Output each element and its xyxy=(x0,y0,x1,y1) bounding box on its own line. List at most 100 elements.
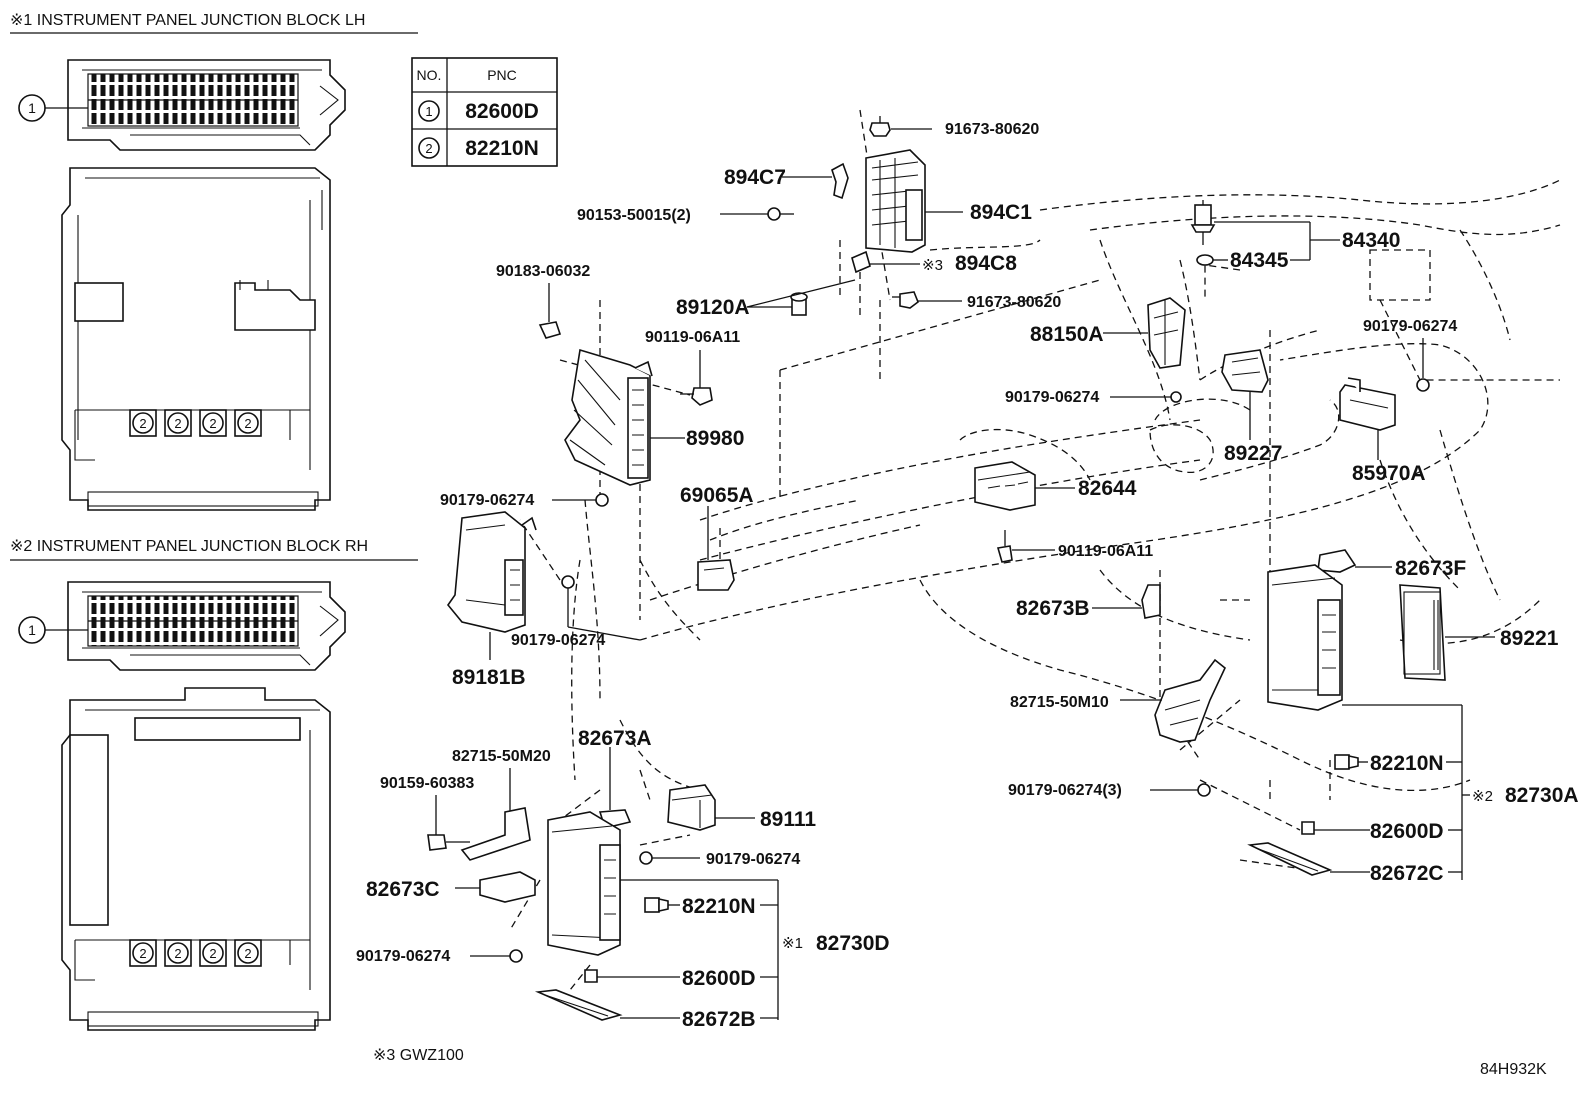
junction-block-rh-top-view xyxy=(67,581,346,671)
label-82730D: 82730D xyxy=(816,932,890,955)
sensor-88150A xyxy=(1103,297,1186,369)
table-header-pnc: PNC xyxy=(487,67,517,83)
label-90179-06274-center: 90179-06274 xyxy=(1005,389,1099,406)
fuse-82600D-left xyxy=(584,969,778,983)
label-91673-80620-mid: 91673-80620 xyxy=(967,294,1061,311)
label-894C1: 894C1 xyxy=(970,201,1032,224)
label-82600D-left: 82600D xyxy=(682,967,756,990)
pnc-table: NO. PNC 1 82600D 2 82210N xyxy=(411,57,558,167)
table-row-no: 1 xyxy=(425,104,432,119)
label-82673B: 82673B xyxy=(1016,597,1090,620)
table-header-no: NO. xyxy=(417,67,442,83)
label-82210N-right: 82210N xyxy=(1370,752,1444,775)
junction-block-rh-body xyxy=(61,687,331,1031)
ecu-89181B xyxy=(446,511,537,660)
cushion-84345 xyxy=(1196,240,1311,266)
bolt-90119-06A11-lower xyxy=(996,530,1055,563)
circle-2-label: 2 xyxy=(209,946,216,961)
label-69065A: 69065A xyxy=(680,484,754,507)
nut-90179-06274-left-2 xyxy=(561,575,641,641)
relay-82644 xyxy=(974,461,1075,511)
label-91673-80620-top: 91673-80620 xyxy=(945,121,1039,138)
circle-2-label: 2 xyxy=(174,946,181,961)
nut-90179-06274-center xyxy=(1110,391,1182,403)
relay-89111 xyxy=(667,784,755,831)
bracket-82673C xyxy=(455,871,536,903)
bolt-90159-60383 xyxy=(427,795,470,851)
table-row-pnc: 82600D xyxy=(465,100,539,123)
ecu-89221 xyxy=(1399,584,1495,681)
label-82730A: 82730A xyxy=(1505,784,1579,807)
rh-circle-2-row: 2 2 2 2 xyxy=(129,939,262,967)
label-89227: 89227 xyxy=(1224,442,1282,465)
label-82672B: 82672B xyxy=(682,1008,756,1031)
junction-block-82730A xyxy=(1267,564,1470,880)
circle-2-label: 2 xyxy=(244,946,251,961)
label-90179-06274-left-3: 90179-06274 xyxy=(356,948,450,965)
circle-2-label: 2 xyxy=(139,946,146,961)
bracket-82673A xyxy=(598,747,632,829)
label-89181B: 89181B xyxy=(452,666,526,689)
bolt-91673-80620-top xyxy=(869,116,932,137)
circle-2-label: 2 xyxy=(244,416,251,431)
fuse-82210N-right xyxy=(1334,754,1462,770)
screw-90153-50015 xyxy=(720,207,794,221)
label-82672C: 82672C xyxy=(1370,862,1444,885)
label-82715-50M20: 82715-50M20 xyxy=(452,748,551,765)
relay-85970A xyxy=(1339,377,1396,460)
label-82730A-note-mark: ※2 xyxy=(1472,788,1493,805)
label-84340: 84340 xyxy=(1342,229,1400,252)
label-88150A: 88150A xyxy=(1030,323,1104,346)
label-90179-06274-left-1: 90179-06274 xyxy=(440,492,534,509)
lh-circle-2-row: 2 2 2 2 xyxy=(129,409,262,437)
nut-90179-06274-right-top xyxy=(1416,338,1430,392)
nut-90179-06274-left-3 xyxy=(470,949,523,963)
nut-90179-06274-left-1 xyxy=(552,493,609,507)
junction-block-lh-body xyxy=(61,167,331,511)
fuse-82600D-right xyxy=(1301,821,1462,835)
cover-82672C xyxy=(1247,842,1462,876)
bracket-82715-50M20 xyxy=(460,768,531,861)
callout-circle-1-rh: 1 xyxy=(18,616,88,644)
label-82673A: 82673A xyxy=(578,727,652,750)
ecu-894C1 xyxy=(865,149,963,253)
label-90119-06A11-upper: 90119-06A11 xyxy=(645,329,740,346)
label-82644: 82644 xyxy=(1078,477,1137,500)
junction-block-lh-top-view xyxy=(67,59,346,151)
lh-section-title: ※1 INSTRUMENT PANEL JUNCTION BLOCK LH xyxy=(10,12,365,29)
bracket-82673F xyxy=(1317,549,1392,573)
sensor-89227 xyxy=(1221,349,1269,440)
bracket-894C8 xyxy=(851,250,920,274)
label-90153-50015: 90153-50015(2) xyxy=(577,207,691,224)
label-84345: 84345 xyxy=(1230,249,1289,272)
label-894C7: 894C7 xyxy=(724,166,786,189)
fuse-82210N-left xyxy=(644,897,778,913)
circle-1-label: 1 xyxy=(28,622,36,638)
note-gwz100: ※3 GWZ100 xyxy=(373,1047,464,1064)
label-89120A: 89120A xyxy=(676,296,750,319)
circle-2-label: 2 xyxy=(139,416,146,431)
bolt-91673-80620-mid xyxy=(892,291,962,309)
module-89980 xyxy=(564,348,685,486)
label-90159-60383: 90159-60383 xyxy=(380,775,474,792)
callout-circle-1-lh: 1 xyxy=(18,94,88,122)
bracket-894C7 xyxy=(782,162,849,200)
label-90179-06274-left-2: 90179-06274 xyxy=(511,632,605,649)
bracket-82715-50M10 xyxy=(1120,658,1226,743)
sensor-89120A xyxy=(746,279,856,316)
label-82730D-note-mark: ※1 xyxy=(782,935,803,952)
label-894C8: 894C8 xyxy=(955,252,1017,275)
label-90179-06274-right-top: 90179-06274 xyxy=(1363,318,1457,335)
label-90179-06274-x3: 90179-06274(3) xyxy=(1008,782,1122,799)
label-82210N-left: 82210N xyxy=(682,895,756,918)
rh-section-title: ※2 INSTRUMENT PANEL JUNCTION BLOCK RH xyxy=(10,538,368,555)
junction-block-82730D xyxy=(547,811,779,1020)
label-89221: 89221 xyxy=(1500,627,1559,650)
label-90183-06032: 90183-06032 xyxy=(496,263,590,280)
circle-1-label: 1 xyxy=(28,100,36,116)
circle-2-label: 2 xyxy=(174,416,181,431)
instrument-panel-outline xyxy=(509,109,1561,991)
label-89980: 89980 xyxy=(686,427,744,450)
label-82673F: 82673F xyxy=(1395,557,1466,580)
